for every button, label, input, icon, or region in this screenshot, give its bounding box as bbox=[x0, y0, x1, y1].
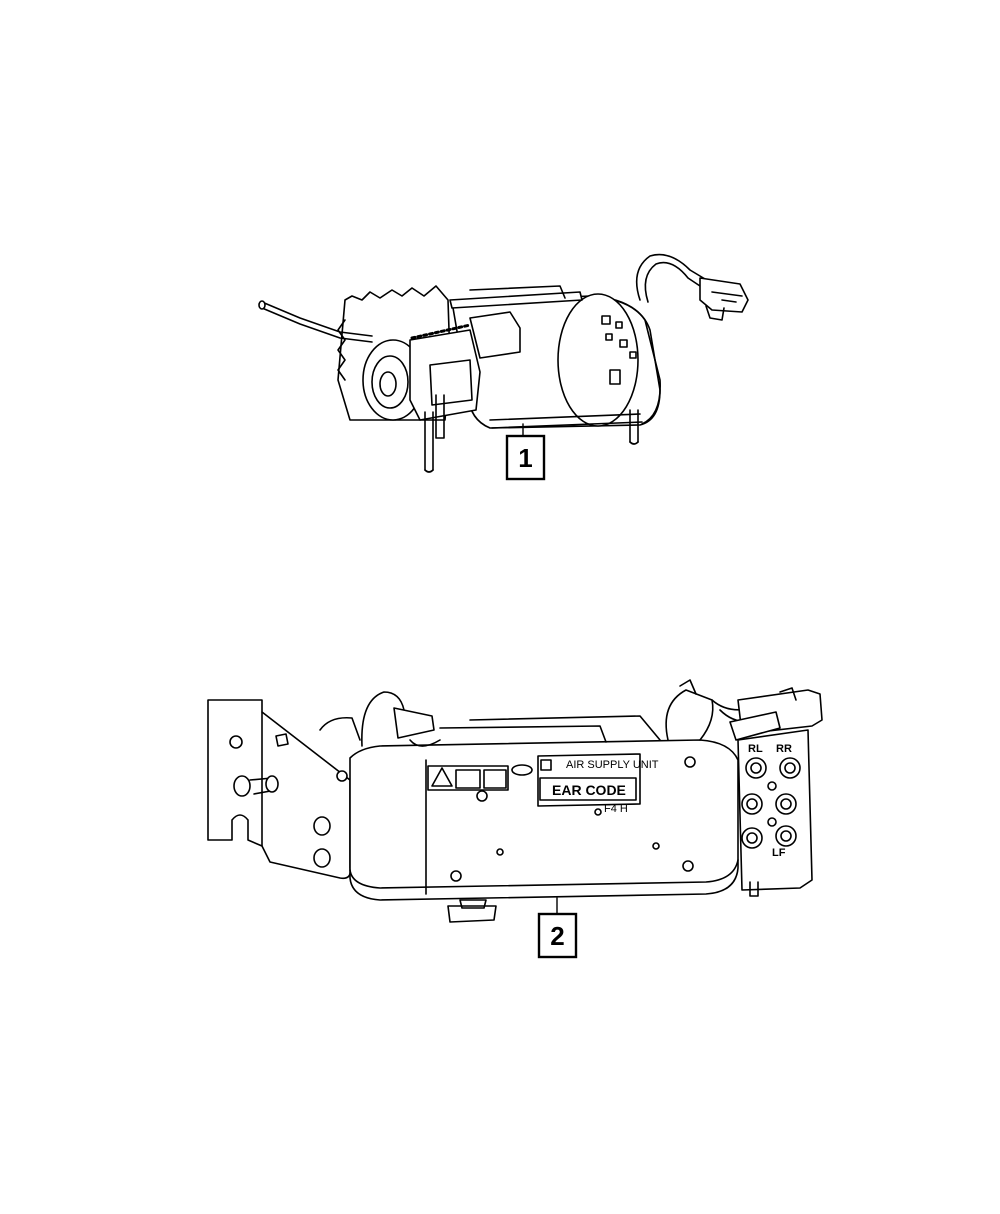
callout-1: 1 bbox=[505, 434, 546, 481]
port-rr-label: RR bbox=[776, 743, 792, 755]
port-rl-label: RL bbox=[748, 743, 763, 755]
supply-line-label: AIR SUPPLY UNIT bbox=[566, 759, 659, 771]
small-code-label: F4 H bbox=[604, 803, 628, 815]
code-box-label: EAR CODE bbox=[552, 782, 626, 798]
air-supply-unit-drawing bbox=[207, 679, 823, 923]
callout-2: 2 bbox=[537, 912, 578, 959]
callout-1-label: 1 bbox=[518, 443, 532, 473]
air-supply-unit-labels: AIR SUPPLY UNIT EAR CODE F4 H RR RL LF bbox=[552, 743, 792, 859]
callout-2-label: 2 bbox=[550, 921, 564, 951]
port-lf-label: LF bbox=[772, 847, 786, 859]
air-compressor-drawing bbox=[258, 253, 749, 473]
